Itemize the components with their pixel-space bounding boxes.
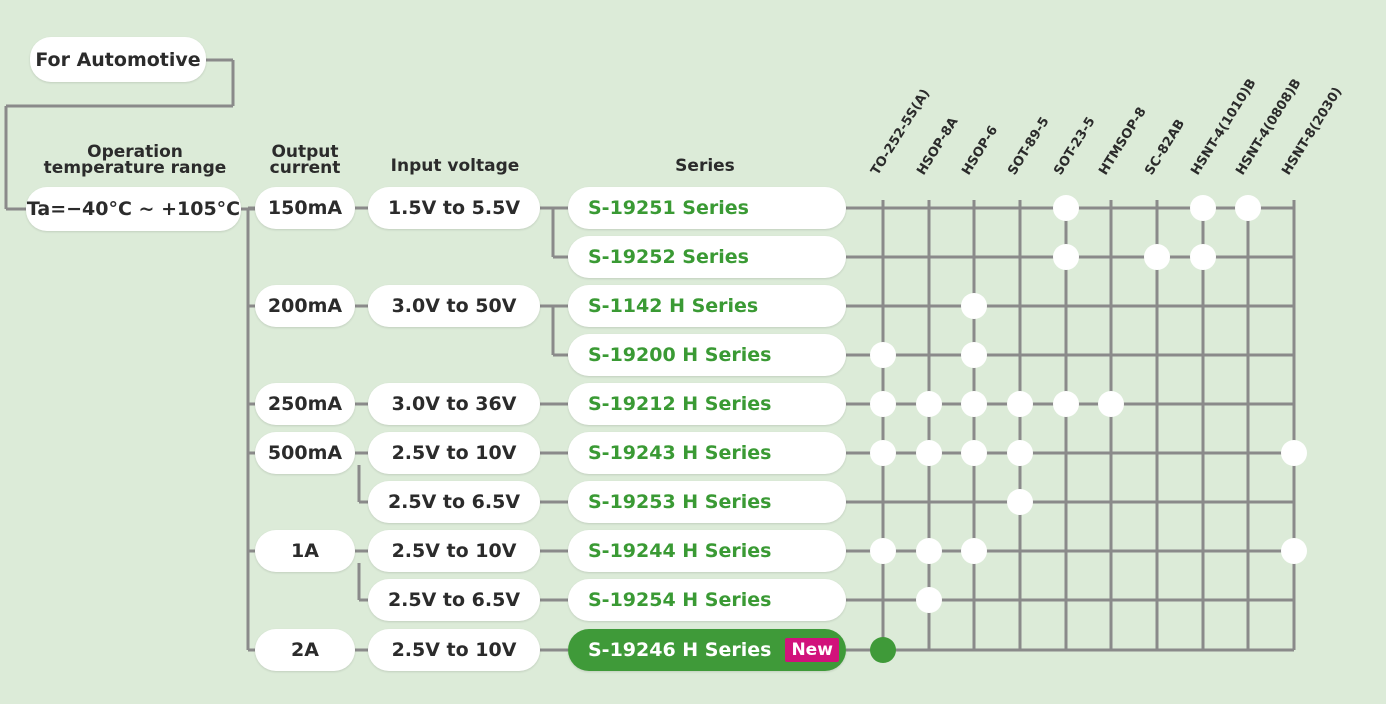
package-dot — [961, 538, 987, 564]
series-name: S-19246 H Series — [588, 639, 772, 661]
new-badge: New — [785, 638, 839, 662]
package-dot — [916, 391, 942, 417]
series-name: S-19254 H Series — [588, 589, 772, 611]
package-dot — [1235, 195, 1261, 221]
series-name: S-19212 H Series — [588, 393, 772, 415]
automotive-label: For Automotive — [30, 37, 206, 82]
series-name: S-19251 Series — [588, 197, 749, 219]
package-dot — [1190, 195, 1216, 221]
current-pill: 200mA — [255, 285, 355, 327]
package-dot — [961, 342, 987, 368]
header-temp-range: Operation temperature range — [35, 142, 235, 178]
header-output-current: Output current — [255, 142, 355, 178]
voltage-pill: 2.5V to 10V — [368, 432, 540, 474]
current-pill: 500mA — [255, 432, 355, 474]
voltage-pill: 2.5V to 10V — [368, 530, 540, 572]
package-dot — [916, 587, 942, 613]
package-dot — [1007, 440, 1033, 466]
current-pill: 1A — [255, 530, 355, 572]
package-dot — [870, 342, 896, 368]
series-pill: S-19254 H Series — [568, 579, 846, 621]
series-pill: S-19212 H Series — [568, 383, 846, 425]
package-dot — [1281, 440, 1307, 466]
voltage-pill: 3.0V to 50V — [368, 285, 540, 327]
series-name: S-19252 Series — [588, 246, 749, 268]
package-dot — [1007, 489, 1033, 515]
package-dot — [870, 538, 896, 564]
package-dot — [961, 293, 987, 319]
header-input-voltage: Input voltage — [390, 156, 520, 176]
package-dot — [916, 538, 942, 564]
package-dot — [1098, 391, 1124, 417]
package-dot — [870, 440, 896, 466]
series-pill: S-1142 H Series — [568, 285, 846, 327]
header-temp-line1: Operation — [87, 142, 183, 162]
header-series: Series — [675, 156, 735, 176]
package-dot — [1007, 391, 1033, 417]
series-pill: S-19252 Series — [568, 236, 846, 278]
voltage-pill: 2.5V to 10V — [368, 629, 540, 671]
series-name: S-19243 H Series — [588, 442, 772, 464]
package-dot — [961, 440, 987, 466]
series-pill: S-19251 Series — [568, 187, 846, 229]
package-dot — [1053, 244, 1079, 270]
header-current-line2: current — [269, 158, 341, 178]
series-name: S-1142 H Series — [588, 295, 759, 317]
package-dot — [1190, 244, 1216, 270]
series-pill: S-19243 H Series — [568, 432, 846, 474]
series-pill: S-19244 H Series — [568, 530, 846, 572]
temp-range-box: Ta=−40°C ~ +105°C — [26, 187, 241, 231]
package-dot — [961, 391, 987, 417]
package-dot — [870, 391, 896, 417]
package-dot — [1281, 538, 1307, 564]
series-name: S-19253 H Series — [588, 491, 772, 513]
current-pill: 250mA — [255, 383, 355, 425]
voltage-pill: 3.0V to 36V — [368, 383, 540, 425]
package-dot — [1144, 244, 1170, 270]
voltage-pill: 2.5V to 6.5V — [368, 579, 540, 621]
header-current-line1: Output — [271, 142, 339, 162]
package-dot — [916, 440, 942, 466]
series-name: S-19244 H Series — [588, 540, 772, 562]
voltage-pill: 1.5V to 5.5V — [368, 187, 540, 229]
series-pill: S-19246 H Series New — [568, 629, 846, 671]
current-pill: 150mA — [255, 187, 355, 229]
current-pill: 2A — [255, 629, 355, 671]
voltage-pill: 2.5V to 6.5V — [368, 481, 540, 523]
package-dot — [870, 637, 896, 663]
series-pill: S-19200 H Series — [568, 334, 846, 376]
header-temp-line2: temperature range — [43, 158, 227, 178]
series-name: S-19200 H Series — [588, 344, 772, 366]
series-pill: S-19253 H Series — [568, 481, 846, 523]
package-dot — [1053, 391, 1079, 417]
package-dot — [1053, 195, 1079, 221]
